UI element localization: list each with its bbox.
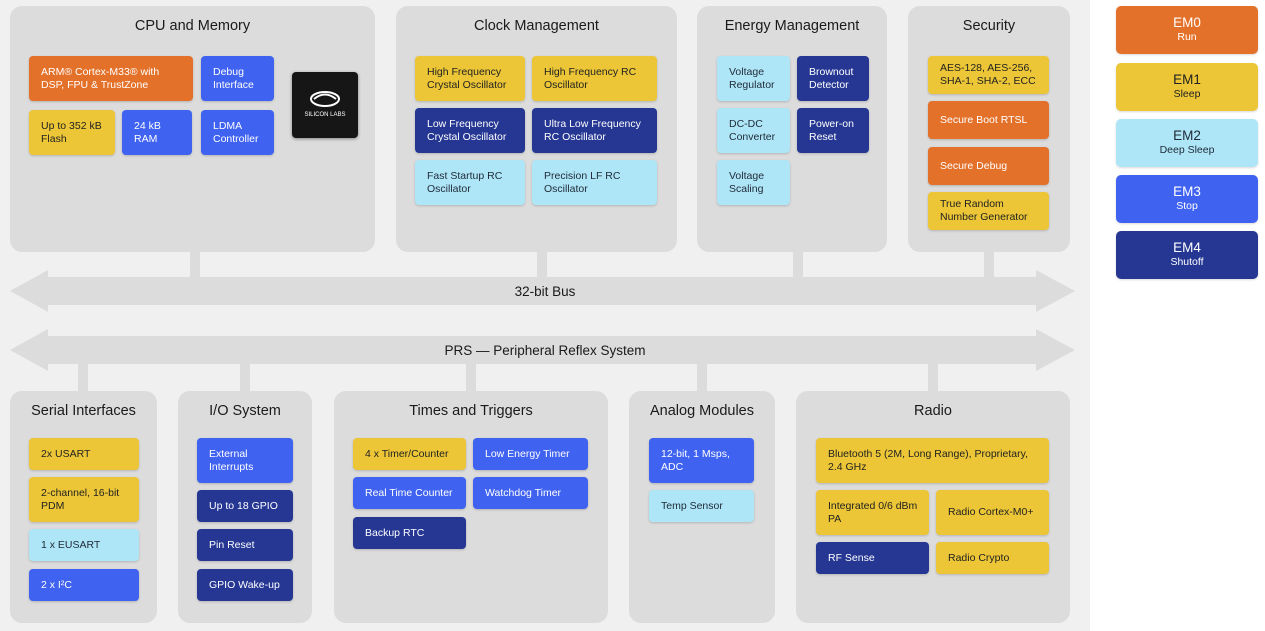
trng-block: True Random Number Generator [928,192,1049,230]
adc-block: 12-bit, 1 Msps, ADC [649,438,754,483]
secure-boot-block: Secure Boot RTSL [928,101,1049,139]
low-energy-timer-block: Low Energy Timer [473,438,588,470]
dc-dc-converter-block: DC-DC Converter [717,108,790,153]
precision-lf-rc-osc-block: Precision LF RC Oscillator [532,160,657,205]
connector [793,250,803,280]
connector [537,250,547,280]
radio-cortex-m0-block: Radio Cortex-M0+ [936,490,1049,535]
block-diagram: 32-bit Bus PRS — Peripheral Reflex Syste… [0,0,1090,631]
hf-rc-osc-block: High Frequency RC Oscillator [532,56,657,101]
panel-title: I/O System [209,403,281,419]
connector [190,250,200,280]
panel-title: Radio [914,403,952,419]
lf-crystal-osc-block: Low Frequency Crystal Oscillator [415,108,525,153]
panel-title: Times and Triggers [409,403,533,419]
fast-startup-rc-osc-block: Fast Startup RC Oscillator [415,160,525,205]
connector [928,364,938,394]
panel-title: Energy Management [724,18,860,34]
gpio-block: Up to 18 GPIO [197,490,293,522]
connector [78,364,88,394]
connector [984,250,994,280]
cortex-m33-block: ARM® Cortex-M33® with DSP, FPU & TrustZo… [29,56,193,101]
aes-sha-ecc-block: AES-128, AES-256, SHA-1, SHA-2, ECC [928,56,1049,94]
external-interrupts-block: External Interrupts [197,438,293,483]
connector [466,364,476,394]
pin-reset-block: Pin Reset [197,529,293,561]
flash-block: Up to 352 kB Flash [29,110,115,155]
ulf-rc-osc-block: Ultra Low Frequency RC Oscillator [532,108,657,153]
prs-bus-arrow [10,329,1075,371]
ldma-block: LDMA Controller [201,110,274,155]
timer-counter-block: 4 x Timer/Counter [353,438,466,470]
real-time-counter-block: Real Time Counter [353,477,466,509]
connector [697,364,707,394]
rf-sense-block: RF Sense [816,542,929,574]
panel-title: Clock Management [474,18,599,34]
voltage-regulator-block: Voltage Regulator [717,56,790,101]
eusart-block: 1 x EUSART [29,529,139,561]
hf-crystal-osc-block: High Frequency Crystal Oscillator [415,56,525,101]
panel-title: Serial Interfaces [31,403,136,419]
temp-sensor-block: Temp Sensor [649,490,754,522]
panel-title: CPU and Memory [134,18,251,34]
pdm-block: 2-channel, 16-bit PDM [29,477,139,522]
radio-crypto-block: Radio Crypto [936,542,1049,574]
power-on-reset-block: Power-on Reset [797,108,869,153]
silicon-labs-logo: SILICON LABS [304,91,346,118]
watchdog-timer-block: Watchdog Timer [473,477,588,509]
silicon-labs-chip: SILICON LABS [292,72,358,138]
bus-arrows [10,270,1075,371]
prs-bus-label: PRS — Peripheral Reflex System [444,343,646,358]
panel-title: Security [962,18,1016,34]
usart-block: 2x USART [29,438,139,470]
main-bus-arrow [10,270,1075,312]
brownout-detector-block: Brownout Detector [797,56,869,101]
svg-text:SILICON LABS: SILICON LABS [304,112,345,118]
bluetooth-block: Bluetooth 5 (2M, Long Range), Proprietar… [816,438,1049,483]
debug-interface-block: Debug Interface [201,56,274,101]
i2c-block: 2 x I²C [29,569,139,601]
integrated-pa-block: Integrated 0/6 dBm PA [816,490,929,535]
voltage-scaling-block: Voltage Scaling [717,160,790,205]
main-bus-label: 32-bit Bus [514,284,576,299]
secure-debug-block: Secure Debug [928,147,1049,185]
backup-rtc-block: Backup RTC [353,517,466,549]
ram-block: 24 kB RAM [122,110,192,155]
connector [240,364,250,394]
gpio-wakeup-block: GPIO Wake-up [197,569,293,601]
panel-title: Analog Modules [650,403,754,419]
